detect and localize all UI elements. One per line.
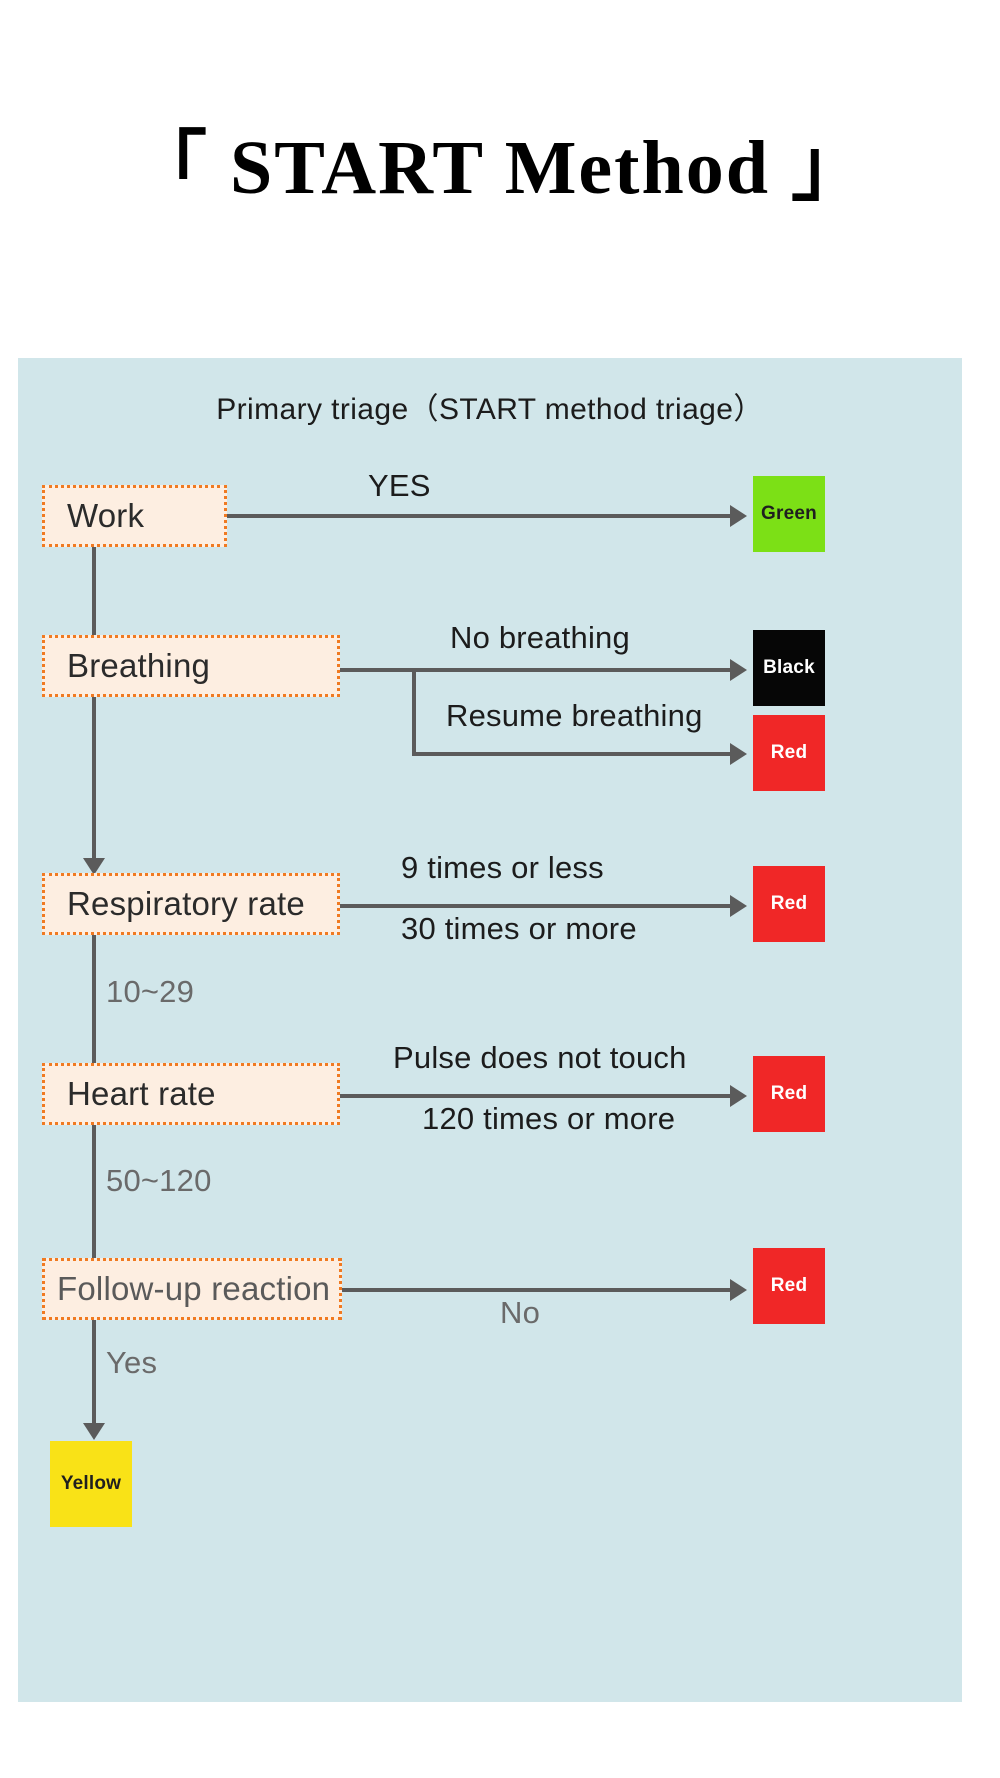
edge-breathing-to-red-arrowhead	[730, 743, 747, 765]
node-respiratory-rate-label: Respiratory rate	[67, 885, 305, 922]
edge-breathing-to-black-line	[340, 668, 732, 672]
edge-label-pulse-none: Pulse does not touch	[393, 1040, 687, 1075]
edge-heart-to-red-line	[340, 1094, 732, 1098]
swatch-black[interactable]: Black	[753, 630, 825, 706]
swatch-yellow[interactable]: Yellow	[50, 1441, 132, 1527]
edge-followup-to-yellow-arrowhead	[83, 1423, 105, 1440]
edge-label-resp-normal: 10~29	[106, 974, 195, 1009]
edge-work-to-green-line	[227, 514, 732, 518]
triage-flowchart-panel: Primary triage（START method triage） Work…	[18, 358, 962, 1702]
edge-label-pulse-high: 120 times or more	[422, 1101, 676, 1136]
edge-label-followup-yes: Yes	[106, 1345, 158, 1380]
node-breathing-label: Breathing	[67, 647, 211, 684]
edge-label-no-breathing: No breathing	[450, 620, 630, 655]
edge-resp-to-red-arrowhead	[730, 895, 747, 917]
page-title: 「 START Method 」	[130, 126, 870, 210]
edge-heart-to-red-arrowhead	[730, 1085, 747, 1107]
swatch-red-2[interactable]: Red	[753, 866, 825, 942]
edge-work-to-green-arrowhead	[730, 505, 747, 527]
swatch-yellow-label: Yellow	[60, 1473, 122, 1494]
node-followup-reaction[interactable]: Follow-up reaction	[42, 1258, 342, 1320]
swatch-red-1[interactable]: Red	[753, 715, 825, 791]
edge-followup-to-yellow-line	[92, 1320, 96, 1428]
edge-resp-to-red-line	[340, 904, 732, 908]
edge-label-resp-low: 9 times or less	[401, 850, 604, 885]
edge-breathing-to-red-horizontal	[412, 752, 732, 756]
node-breathing[interactable]: Breathing	[42, 635, 340, 697]
node-heart-rate[interactable]: Heart rate	[42, 1063, 340, 1125]
edge-label-pulse-normal: 50~120	[106, 1163, 212, 1198]
edge-breathing-to-resp-arrowhead	[83, 858, 105, 875]
node-work[interactable]: Work	[42, 485, 227, 547]
swatch-red-4[interactable]: Red	[753, 1248, 825, 1324]
flowchart-subtitle: Primary triage（START method triage）	[216, 393, 764, 426]
edge-label-resume-breathing: Resume breathing	[446, 698, 703, 733]
edge-breathing-to-red-vertical	[412, 668, 416, 756]
edge-work-to-breathing-line	[92, 547, 96, 652]
swatch-green-label: Green	[761, 503, 817, 524]
edge-breathing-to-black-arrowhead	[730, 659, 747, 681]
swatch-red-1-label: Red	[770, 742, 808, 763]
swatch-green[interactable]: Green	[753, 476, 825, 552]
edge-label-resp-high: 30 times or more	[401, 911, 637, 946]
node-respiratory-rate[interactable]: Respiratory rate	[42, 873, 340, 935]
edge-label-followup-no: No	[500, 1295, 541, 1330]
edge-followup-to-red-arrowhead	[730, 1279, 747, 1301]
swatch-red-3[interactable]: Red	[753, 1056, 825, 1132]
swatch-red-2-label: Red	[770, 893, 808, 914]
edge-label-work-yes: YES	[368, 468, 431, 503]
edge-followup-to-red-line	[342, 1288, 732, 1292]
node-followup-reaction-label: Follow-up reaction	[57, 1270, 331, 1307]
node-work-label: Work	[67, 497, 145, 534]
swatch-red-3-label: Red	[770, 1083, 808, 1104]
edge-heart-to-followup-line	[92, 1125, 96, 1267]
swatch-black-label: Black	[763, 657, 815, 678]
edge-resp-to-heart-line	[92, 935, 96, 1075]
node-heart-rate-label: Heart rate	[67, 1075, 216, 1112]
edge-breathing-to-resp-line	[92, 697, 96, 863]
swatch-red-4-label: Red	[770, 1275, 808, 1296]
